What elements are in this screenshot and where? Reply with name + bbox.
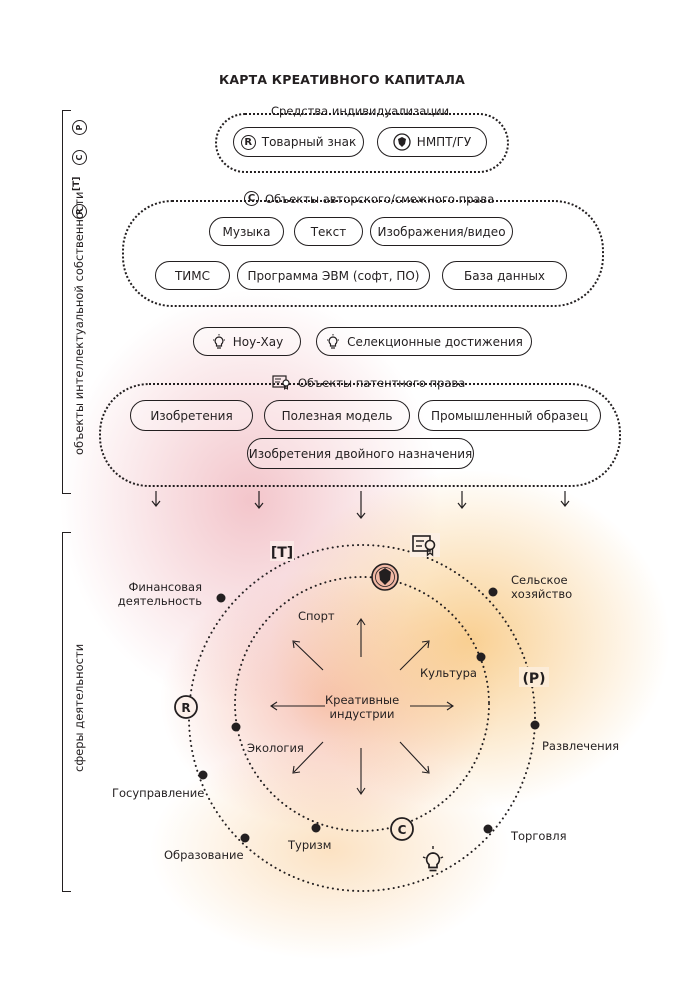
- p-phonogram-icon: P: [72, 120, 87, 135]
- copyright-icon: C: [244, 191, 259, 206]
- lightbulb-icon: [212, 333, 225, 349]
- down-arrow: [151, 491, 161, 507]
- phonogram-p-symbol: (P): [519, 667, 549, 687]
- copyright-group: [122, 200, 604, 307]
- down-arrow: [560, 491, 570, 507]
- nmpt-gu-pill[interactable]: НМПТ/ГУ: [377, 127, 487, 157]
- text-pill[interactable]: Текст: [294, 217, 363, 246]
- ip-objects-axis-label: объекты интеллектуальной собственности: [72, 191, 86, 455]
- inner-ring: [234, 576, 490, 832]
- ip-symbols-column: P C [T] R: [70, 120, 90, 230]
- down-arrow: [254, 491, 264, 509]
- radial-arrows: [270, 618, 454, 795]
- emblem-icon: [393, 133, 411, 151]
- dot-government: [198, 770, 208, 780]
- lightbulb-icon: [327, 333, 340, 349]
- images-video-pill[interactable]: Изображения/видео: [370, 217, 513, 246]
- outer-label-entertainment: Развлечения: [542, 739, 620, 753]
- individualization-group: [215, 113, 509, 173]
- outer-label-government: Госуправление: [112, 786, 205, 800]
- patent-label: Объекты патентного права: [266, 375, 471, 390]
- page-title: КАРТА КРЕАТИВНОГО КАПИТАЛА: [218, 72, 465, 87]
- down-arrows: [151, 491, 570, 519]
- patent-certificate-icon: [410, 533, 440, 557]
- dot-education: [240, 833, 250, 843]
- dot-tourism: [311, 823, 321, 833]
- ring-dots: [198, 587, 540, 843]
- spheres-bracket: [62, 532, 71, 892]
- computer-program-pill[interactable]: Программа ЭВМ (софт, ПО): [237, 261, 430, 290]
- dual-use-inventions-pill[interactable]: Изобретения двойного назначения: [247, 438, 474, 469]
- outer-label-finance: Финансовая деятельность: [117, 580, 202, 608]
- tims-pill[interactable]: ТИМС: [155, 261, 230, 290]
- registered-icon: R: [72, 204, 87, 219]
- lightbulb-icon: [421, 846, 445, 874]
- inventions-pill[interactable]: Изобретения: [130, 400, 253, 431]
- music-pill[interactable]: Музыка: [209, 217, 284, 246]
- database-pill[interactable]: База данных: [442, 261, 567, 290]
- dot-culture: [476, 652, 486, 662]
- svg-text:(P): (P): [522, 671, 545, 687]
- svg-text:C: C: [398, 823, 407, 837]
- emblem-icon: [371, 563, 399, 591]
- dot-ecology: [231, 722, 241, 732]
- trademark-pill[interactable]: R Товарный знак: [233, 127, 364, 157]
- inner-label-sport: Спорт: [298, 609, 335, 623]
- copyright-label: C Объекты авторского/смежного права: [238, 191, 500, 206]
- registered-icon: R: [240, 134, 256, 150]
- outer-label-agriculture: Сельское хозяйство: [511, 573, 573, 601]
- registered-symbol: R: [174, 695, 198, 719]
- outer-label-education: Образование: [164, 848, 244, 862]
- patent-group: [99, 383, 621, 487]
- outer-label-trade: Торговля: [511, 829, 567, 843]
- trademark-t-icon: [T]: [72, 176, 82, 191]
- inner-label-ecology: Экология: [247, 741, 304, 755]
- trademark-t-symbol: [T]: [270, 541, 294, 561]
- dot-agriculture: [488, 587, 498, 597]
- center-label: Креативные индустрии: [325, 693, 400, 721]
- inner-label-tourism: Туризм: [288, 838, 332, 852]
- dot-trade: [483, 824, 493, 834]
- copyright-symbol: C: [390, 817, 414, 841]
- patent-certificate-icon: [272, 375, 290, 390]
- ip-objects-bracket: [62, 110, 71, 494]
- outer-ring: [188, 544, 536, 892]
- dot-entertainment: [530, 720, 540, 730]
- utility-model-pill[interactable]: Полезная модель: [264, 400, 410, 431]
- dot-finance: [216, 593, 226, 603]
- creative-industries-diagram: [T] R (P) C: [174, 533, 549, 892]
- industrial-design-pill[interactable]: Промышленный образец: [418, 400, 601, 431]
- know-how-pill[interactable]: Ноу-Хау: [193, 327, 301, 356]
- selection-achievements-pill[interactable]: Селекционные достижения: [316, 327, 532, 356]
- svg-text:R: R: [181, 701, 190, 715]
- inner-label-culture: Культура: [420, 666, 477, 680]
- down-arrow: [457, 491, 467, 509]
- individualization-label: Средства индивидуализации: [271, 104, 450, 118]
- down-arrow: [356, 491, 366, 519]
- copyright-icon: C: [72, 150, 87, 165]
- svg-text:[T]: [T]: [271, 545, 293, 561]
